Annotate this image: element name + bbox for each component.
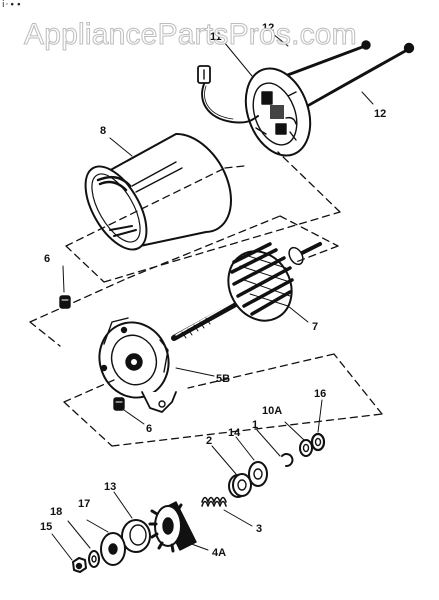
callout-12-top: 12 [262, 22, 274, 34]
callout-10a: 10A [262, 405, 282, 417]
callout-6-bottom: 6 [146, 423, 152, 435]
flat-washer[interactable] [100, 532, 126, 566]
callout-11: 11 [210, 31, 222, 43]
lead-wire-connector[interactable] [197, 65, 259, 124]
hex-nut[interactable] [72, 557, 87, 573]
through-bolt-lower[interactable] [298, 42, 415, 112]
corner-mark: i·∙∙ [2, 0, 23, 10]
callout-5b: 5B [216, 373, 230, 385]
armature[interactable] [171, 240, 322, 341]
callout-8: 8 [100, 125, 106, 137]
callout-15: 15 [40, 521, 52, 533]
brush-end-cap[interactable] [234, 59, 321, 164]
callout-7: 7 [312, 321, 318, 333]
callout-16: 16 [314, 388, 326, 400]
dashed-bracket-housing [65, 151, 341, 283]
callout-14: 14 [228, 427, 241, 439]
motor-housing[interactable] [73, 132, 232, 259]
callout-13: 13 [104, 481, 116, 493]
drive-end-cap[interactable] [89, 313, 179, 413]
thrust-washer[interactable] [299, 439, 313, 457]
callout-12-right: 12 [374, 108, 386, 120]
leader-lines [51, 33, 374, 561]
end-washer[interactable] [310, 432, 326, 452]
dashed-bracket-endcap [63, 353, 383, 447]
anti-drift-spring[interactable] [201, 496, 227, 507]
callout-6-top: 6 [44, 253, 50, 265]
collar[interactable] [228, 473, 252, 498]
retaining-ring[interactable] [281, 453, 294, 467]
callout-17: 17 [78, 498, 90, 510]
callout-labels: 12 11 12 8 6 7 5B 6 16 10A 1 14 2 13 3 1… [40, 22, 386, 559]
pinion-gear[interactable] [148, 501, 197, 553]
cup-washer[interactable] [121, 519, 151, 553]
stop-washer[interactable] [248, 461, 268, 487]
screw-lower[interactable] [113, 397, 125, 411]
callout-4a: 4A [212, 547, 226, 559]
through-bolt-top[interactable] [283, 40, 371, 78]
callout-2: 2 [206, 435, 212, 447]
callout-18: 18 [50, 506, 62, 518]
callout-3: 3 [256, 523, 262, 535]
watermark: AppliancePartsPros.com [24, 18, 358, 52]
callout-1: 1 [252, 419, 258, 431]
lock-washer[interactable] [88, 550, 100, 568]
dashed-bracket-armature [29, 215, 339, 347]
screw-upper[interactable] [59, 295, 71, 309]
